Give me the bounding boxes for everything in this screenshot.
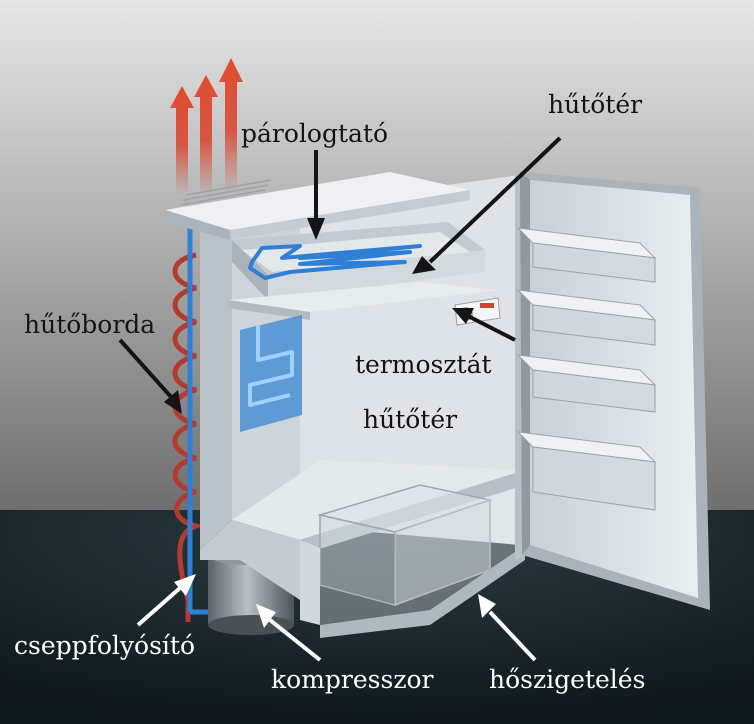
label-cooling-fins: hűtőborda <box>24 310 156 339</box>
label-insulation: hőszigetelés <box>489 665 646 694</box>
pointer-arrows-dark <box>118 136 562 414</box>
vent-grille <box>179 179 272 206</box>
label-condenser: cseppfolyósító <box>14 631 196 660</box>
label-evaporator: párologtató <box>241 119 389 148</box>
door-shelf <box>516 227 657 283</box>
door-shelf <box>516 289 657 346</box>
door-shelf <box>516 431 657 511</box>
condenser-coil <box>172 252 206 622</box>
label-compressor: kompresszor <box>271 665 434 694</box>
evaporator-coil <box>248 244 422 280</box>
cabinet-base <box>200 485 525 638</box>
label-thermostat: termosztát <box>355 350 492 379</box>
label-freezer-space: hűtőtér <box>548 90 643 119</box>
crisper-box <box>317 484 493 607</box>
fridge-door <box>516 172 710 610</box>
heat-arrows-icon <box>170 58 243 195</box>
label-fridge-space: hűtőtér <box>363 405 458 434</box>
freezer-compartment <box>232 222 485 300</box>
cabinet-left-wall <box>200 215 232 550</box>
door-shelf <box>516 354 657 413</box>
evaporator-plate <box>240 315 302 432</box>
pointer-arrows-light <box>136 574 537 662</box>
